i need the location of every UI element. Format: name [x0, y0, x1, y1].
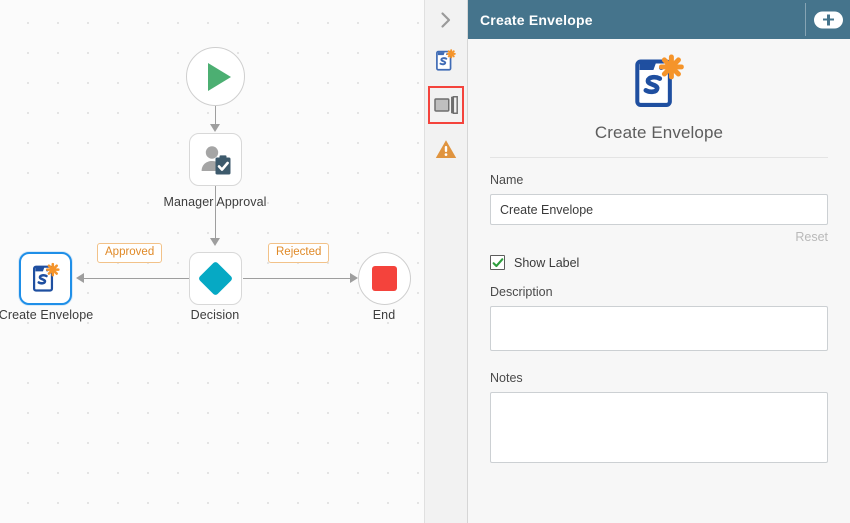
- user-approval-icon: [201, 145, 230, 174]
- node-label-manager-approval: Manager Approval: [163, 195, 267, 209]
- notes-input[interactable]: [490, 392, 828, 463]
- rail-item-create-envelope[interactable]: [425, 39, 467, 83]
- edge-arrow-right-end: [350, 273, 358, 283]
- properties-panel-body: Create Envelope Name Reset Show Label De…: [468, 39, 850, 523]
- properties-panel-header: Create Envelope: [468, 0, 850, 39]
- edge-decision-to-end: [243, 277, 353, 280]
- panel-icon-rail: [424, 0, 468, 523]
- check-icon: [492, 257, 503, 267]
- show-label-text: Show Label: [514, 255, 580, 270]
- node-start[interactable]: [186, 47, 245, 106]
- description-input[interactable]: [490, 306, 828, 351]
- node-manager-approval[interactable]: [189, 133, 242, 186]
- panel-hero-title: Create Envelope: [594, 123, 724, 142]
- header-divider: [805, 3, 806, 36]
- edge-start-to-manager: [214, 106, 217, 128]
- create-envelope-icon: [436, 49, 456, 71]
- panel-title: Create Envelope: [480, 11, 593, 28]
- node-create-envelope[interactable]: [19, 252, 72, 305]
- edge-badge-approved[interactable]: Approved: [97, 243, 163, 264]
- node-label-end: End: [372, 308, 396, 322]
- rail-item-properties[interactable]: [425, 83, 467, 127]
- plus-icon-vertical: [827, 14, 830, 25]
- reset-link[interactable]: Reset: [795, 230, 828, 244]
- properties-panel: Create Envelope: [468, 0, 850, 523]
- play-icon: [207, 62, 231, 91]
- node-end[interactable]: [358, 252, 411, 305]
- notes-label: Notes: [490, 371, 523, 385]
- chevron-right-icon: [441, 11, 451, 28]
- rail-item-warnings[interactable]: [425, 127, 467, 171]
- panel-hero: Create Envelope: [490, 39, 828, 143]
- edge-arrow-down-decision: [210, 238, 220, 246]
- workflow-canvas[interactable]: Manager Approval Decision Create Envelop…: [0, 0, 424, 523]
- description-label: Description: [490, 285, 553, 299]
- edge-arrow-left-envelope: [76, 273, 84, 283]
- edge-badge-rejected[interactable]: Rejected: [268, 243, 330, 264]
- edge-decision-to-envelope: [82, 277, 190, 280]
- panel-divider: [490, 157, 828, 158]
- add-button[interactable]: [814, 11, 843, 28]
- diamond-icon: [197, 260, 234, 297]
- node-label-create-envelope: Create Envelope: [0, 308, 94, 322]
- edge-manager-to-decision: [214, 186, 217, 241]
- name-input[interactable]: [490, 194, 828, 225]
- name-label: Name: [490, 173, 524, 187]
- show-label-checkbox[interactable]: [490, 255, 505, 270]
- stop-icon: [372, 266, 397, 291]
- edge-arrow-down-manager: [210, 124, 220, 132]
- properties-panel-icon: [434, 96, 458, 114]
- create-envelope-icon: [635, 54, 684, 107]
- create-envelope-icon: [32, 262, 60, 292]
- node-decision[interactable]: [189, 252, 242, 305]
- show-label-row[interactable]: Show Label: [490, 255, 828, 270]
- warning-triangle-icon: [435, 140, 457, 158]
- node-label-decision: Decision: [190, 308, 240, 322]
- collapse-panel-button[interactable]: [425, 0, 467, 39]
